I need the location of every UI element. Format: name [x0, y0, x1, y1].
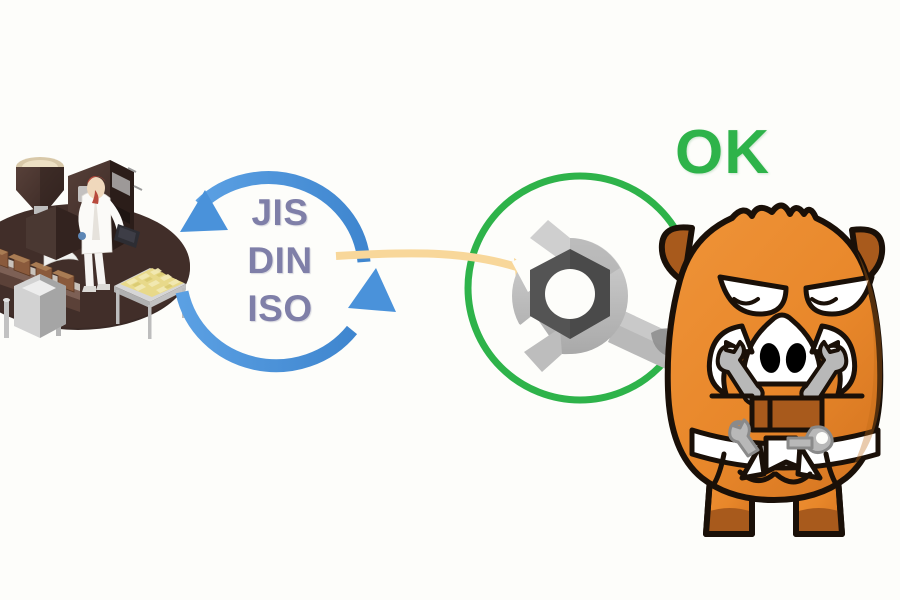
mascot-belt-knot [739, 435, 823, 481]
standard-label-jis: JIS [251, 192, 309, 233]
factory-unit [26, 206, 82, 260]
mascot-belt-wrench-left [728, 418, 760, 458]
standard-label-din: DIN [247, 240, 313, 281]
mascot-hip-lines [711, 451, 839, 487]
mascot-chest-strap [749, 395, 825, 433]
mascot-eye-lids [732, 297, 838, 306]
factory-hopper [16, 157, 64, 226]
mascot-nostrils [759, 343, 807, 373]
factory-cabinet [3, 274, 66, 338]
cycle-arrow-top [180, 171, 371, 263]
factory-worker [78, 176, 140, 292]
hex-nut [530, 249, 610, 339]
factory-product-table [114, 268, 186, 339]
cycle-arrow-bottom [175, 268, 396, 373]
approval-label: OK [675, 118, 770, 187]
standard-label-iso: ISO [247, 288, 313, 329]
